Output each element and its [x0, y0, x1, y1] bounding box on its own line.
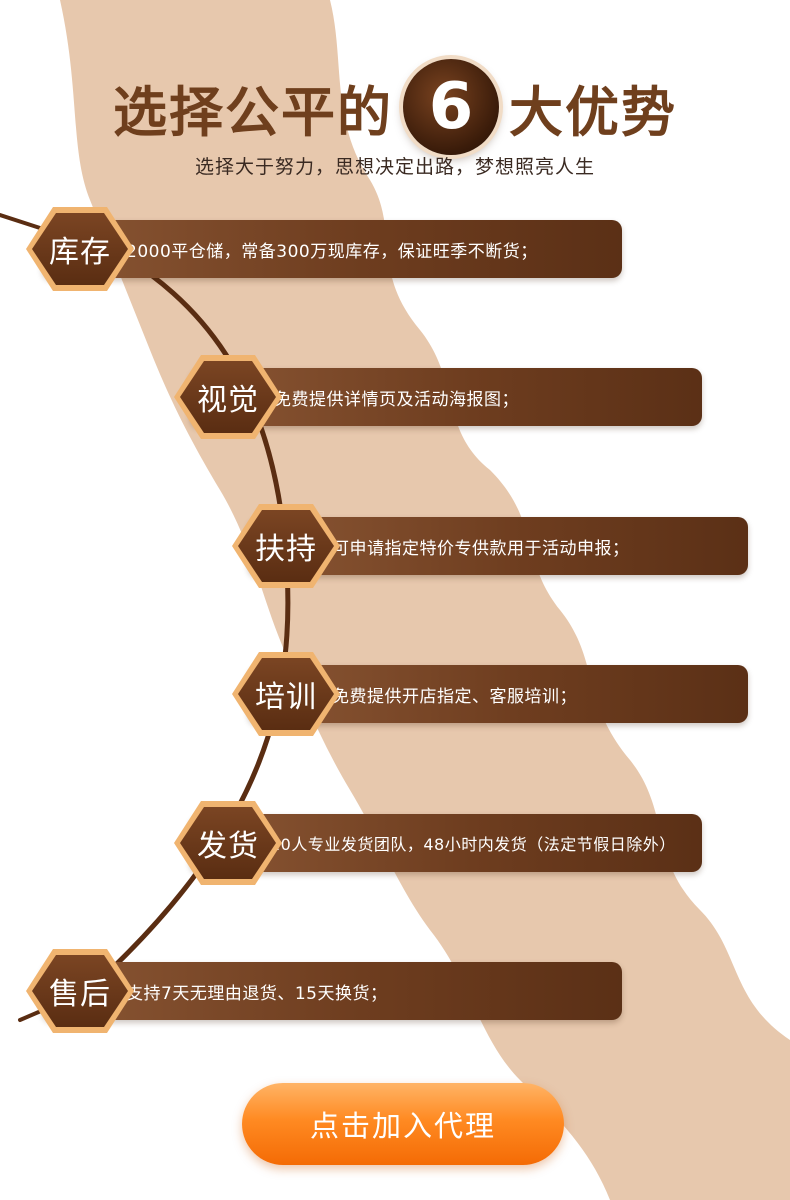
advantage-label: 发货	[197, 829, 259, 864]
advantage-hex-shipping: 发货	[174, 801, 282, 885]
advantage-text: 支持7天无理由退货、15天换货；	[126, 983, 388, 1004]
main-title: 选择公平的 6 大优势	[0, 52, 790, 162]
advantage-text: 20人专业发货团队，48小时内发货（法定节假日除外）	[270, 835, 676, 854]
join-agent-button[interactable]: 点击加入代理	[242, 1083, 564, 1165]
advantage-label: 视觉	[197, 383, 259, 418]
advantage-bar-shipping: 20人专业发货团队，48小时内发货（法定节假日除外）	[190, 814, 702, 872]
advantage-label: 培训	[255, 680, 317, 715]
advantage-bar-inventory: 2000平仓储，常备300万现库存，保证旺季不断货；	[42, 220, 622, 278]
advantage-label: 库存	[49, 235, 111, 270]
advantage-label: 扶持	[255, 532, 317, 567]
title-number-badge: 6	[403, 59, 499, 155]
join-agent-button-label: 点击加入代理	[309, 1109, 496, 1143]
advantage-text: 免费提供详情页及活动海报图；	[274, 389, 519, 410]
title-number: 6	[428, 70, 474, 144]
advantage-hex-inventory: 库存	[26, 207, 134, 291]
advantage-label: 售后	[49, 977, 111, 1012]
torn-paper-strip	[60, 0, 790, 1200]
subtitle: 选择大于努力，思想决定出路，梦想照亮人生	[194, 156, 595, 178]
advantage-text: 免费提供开店指定、客服培训；	[332, 686, 577, 707]
advantage-bar-support: 可申请指定特价专供款用于活动申报；	[248, 517, 748, 575]
title-right-text: 大优势	[509, 80, 677, 144]
advantage-text: 可申请指定特价专供款用于活动申报；	[332, 538, 630, 559]
advantage-hex-after-sales: 售后	[26, 949, 134, 1033]
advantage-hex-visual: 视觉	[174, 355, 282, 439]
advantage-hex-training: 培训	[232, 652, 340, 736]
advantage-hex-support: 扶持	[232, 504, 340, 588]
title-left-text: 选择公平的	[113, 80, 393, 144]
advantage-bar-after-sales: 支持7天无理由退货、15天换货；	[42, 962, 622, 1020]
connector-tail-top	[0, 213, 42, 230]
advantage-text: 2000平仓储，常备300万现库存，保证旺季不断货；	[126, 241, 538, 262]
